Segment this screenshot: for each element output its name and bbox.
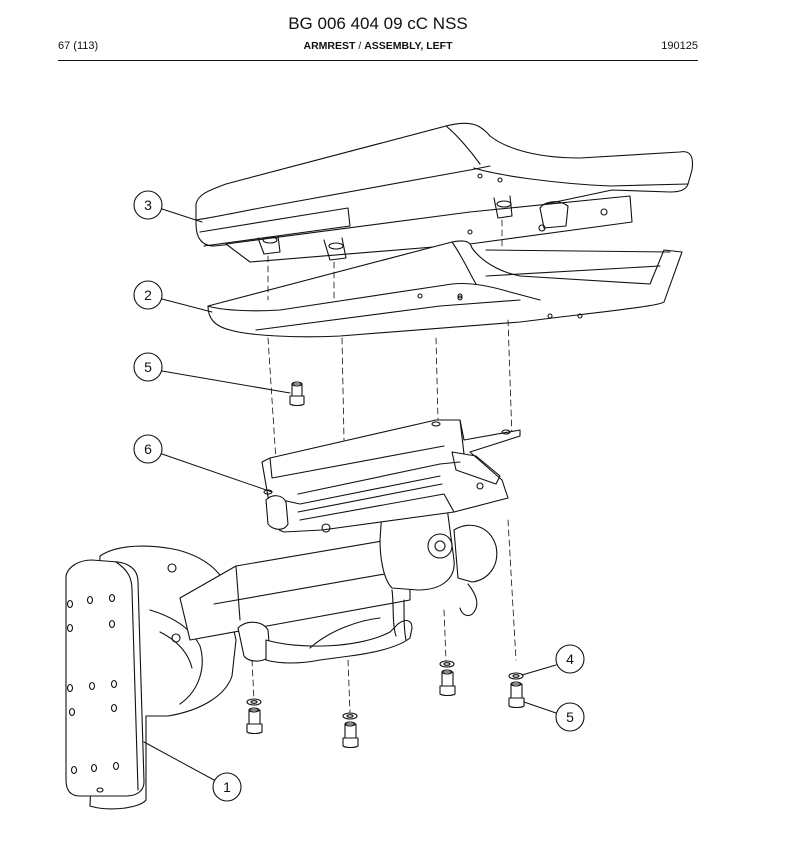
part-3-armrest-cushion [195, 122, 694, 263]
washer-center [342, 712, 358, 720]
part-6-slide-rail [261, 419, 521, 533]
title-part-armrest: ARMREST [303, 40, 356, 52]
leader-lines [143, 208, 557, 781]
leader-5-upper [161, 370, 291, 394]
callout-6-label: 6 [144, 441, 152, 457]
leader-4 [521, 664, 557, 676]
leader-1 [143, 741, 215, 781]
leader-2 [161, 298, 213, 313]
lower-mechanism [179, 499, 498, 664]
bracket-holes [66, 593, 120, 793]
document-date: 190125 [661, 40, 698, 52]
title-separator: / [355, 40, 365, 52]
callout-6: 6 [133, 434, 163, 464]
document-code: BG 006 404 09 cC NSS [288, 14, 468, 33]
washer-left [246, 698, 262, 706]
callout-4-label: 4 [566, 651, 574, 667]
callout-5-upper-label: 5 [144, 359, 152, 375]
screw-upper [289, 381, 305, 407]
alignment-lines [251, 219, 517, 713]
header-rule [58, 60, 698, 61]
callout-5-upper: 5 [133, 352, 163, 382]
leader-5-lower [523, 701, 557, 714]
callout-4: 4 [555, 644, 585, 674]
callout-3: 3 [133, 190, 163, 220]
leader-6 [161, 453, 273, 493]
screw-right [508, 681, 525, 709]
callout-2-label: 2 [144, 287, 152, 303]
screw-left [246, 707, 263, 735]
fasteners [246, 381, 525, 749]
callout-balloons: 3 2 5 6 4 5 1 [133, 190, 585, 802]
callout-2: 2 [133, 280, 163, 310]
leader-3 [161, 208, 203, 223]
callout-1-label: 1 [223, 779, 231, 795]
callout-1: 1 [212, 772, 242, 802]
page-title: ARMREST / ASSEMBLY, LEFT [0, 40, 756, 52]
callout-3-label: 3 [144, 197, 152, 213]
washer-4 [508, 672, 524, 680]
screw-mid [439, 669, 456, 697]
callout-5-lower-label: 5 [566, 709, 574, 725]
washer-mid [439, 660, 455, 668]
title-part-assembly: ASSEMBLY, LEFT [364, 40, 453, 52]
screw-center [342, 721, 359, 749]
page-number: 67 (113) [58, 40, 99, 52]
callout-5-lower: 5 [555, 702, 585, 732]
part-2-base-plate [207, 229, 683, 338]
